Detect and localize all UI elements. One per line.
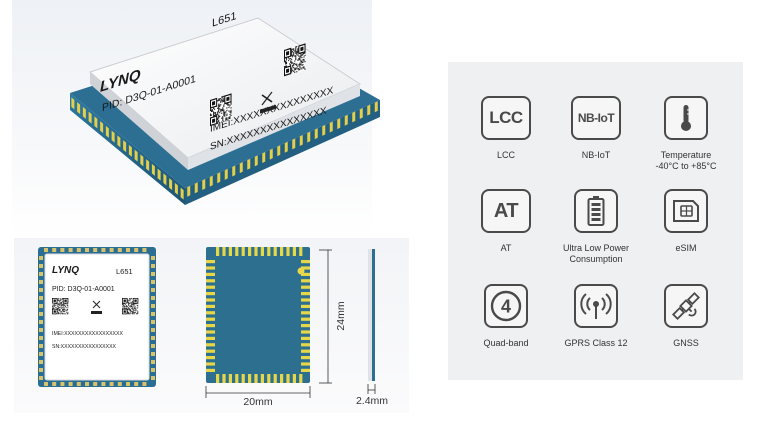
- thickness-dimension-label: 2.4mm: [356, 395, 388, 407]
- features-panel: LCC LCC NB-IoT NB-IoT Temperature -40°C: [448, 62, 743, 380]
- front-brand-logo: LYNQ: [52, 265, 79, 276]
- front-sn-text: SN:XXXXXXXXXXXXXXXX: [52, 344, 117, 350]
- module-side-view: 2.4mm: [356, 249, 388, 407]
- gold-pads-left: [71, 97, 184, 200]
- feature-label-line2: Consumption: [569, 254, 623, 264]
- feature-temperature: Temperature -40°C to +85°C: [636, 96, 736, 172]
- weee-symbol-icon: [260, 91, 276, 114]
- svg-text:4: 4: [501, 297, 511, 317]
- module-bottom-view: 24mm 20mm: [205, 247, 347, 408]
- at-text-icon: AT: [481, 189, 531, 233]
- dimension-drawings: LYNQ L651 PID: D3Q-01-A0001 IMEI:XXXXXXX…: [38, 247, 388, 408]
- battery-icon: [574, 189, 618, 233]
- module-front-view: LYNQ L651 PID: D3Q-01-A0001 IMEI:XXXXXXX…: [38, 247, 156, 387]
- thermometer-icon: [664, 96, 708, 140]
- front-model-name: L651: [116, 267, 133, 276]
- satellite-icon: [664, 284, 708, 328]
- front-qr-code-2: [122, 298, 139, 315]
- feature-label-line1: Ultra Low Power: [562, 243, 630, 253]
- pcb-left-side: [70, 93, 185, 205]
- feature-label: eSIM: [675, 243, 697, 253]
- feature-nbiot: NB-IoT NB-IoT: [546, 96, 646, 161]
- feature-at: AT AT: [456, 189, 556, 254]
- lcc-text-icon: LCC: [481, 96, 531, 140]
- feature-lcc: LCC LCC: [456, 96, 556, 161]
- feature-label: Temperature -40°C to +85°C: [636, 150, 736, 172]
- feature-label: NB-IoT: [581, 150, 611, 160]
- height-dimension-label: 24mm: [335, 301, 347, 330]
- antenna-signal-icon: [574, 284, 618, 328]
- feature-gnss: GNSS: [636, 284, 736, 349]
- feature-label-line1: Temperature: [660, 150, 712, 160]
- front-pid-text: PID: D3Q-01-A0001: [52, 286, 115, 293]
- pin1-marker: [297, 267, 305, 275]
- feature-gprs: GPRS Class 12: [546, 284, 646, 349]
- feature-label: GNSS: [673, 338, 699, 348]
- feature-label: AT: [500, 243, 512, 253]
- qr-code-1: [210, 93, 232, 127]
- front-qr-code-1: [52, 298, 69, 315]
- feature-quad-band: 4 Quad-band: [456, 284, 556, 349]
- shield-left-wall: [90, 72, 188, 170]
- gold-pads-right: [187, 101, 378, 197]
- nbiot-text-icon: NB-IoT: [571, 96, 621, 140]
- feature-label: Ultra Low Power Consumption: [546, 243, 646, 265]
- feature-label: Quad-band: [483, 338, 529, 348]
- feature-label: GPRS Class 12: [564, 338, 628, 348]
- front-imei-text: IMEI:XXXXXXXXXXXXXXXXX: [52, 331, 123, 337]
- sim-card-icon: [664, 189, 708, 233]
- width-dimension-label: 20mm: [243, 396, 272, 408]
- feature-label: LCC: [496, 150, 515, 160]
- shield-right-wall: [188, 84, 360, 170]
- feature-esim: eSIM: [636, 189, 736, 254]
- qr-code-2: [284, 43, 306, 77]
- feature-low-power: Ultra Low Power Consumption: [546, 189, 646, 265]
- four-circle-icon: 4: [484, 284, 528, 328]
- module-3d-render: LYNQ L651 PID: D3Q-01-A0001 IMEI:XXXXXXX…: [70, 10, 380, 205]
- feature-label-line2: -40°C to +85°C: [655, 161, 717, 171]
- front-weee-symbol-icon: [91, 300, 102, 314]
